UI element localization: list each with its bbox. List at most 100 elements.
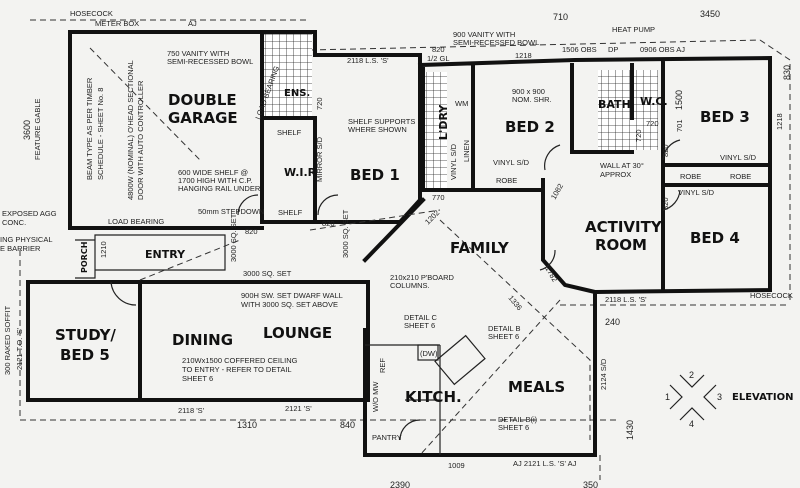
dimension: 720: [634, 129, 643, 142]
room-labels: DOUBLE GARAGE ENS. W.I.R BED 1 L'DRY BED…: [55, 88, 750, 406]
note: 600 WIDE SHELF @: [178, 168, 248, 177]
room-label-bath: BATH: [598, 98, 631, 111]
note: HANGING RAIL UNDER: [178, 184, 261, 193]
note: NOM. SHR.: [512, 95, 552, 104]
window-label: 0906 OBS AJ: [640, 45, 685, 54]
note: EXPOSED AGG: [2, 209, 57, 218]
note: DETAIL B: [488, 324, 521, 333]
room-label-laundry: L'DRY: [437, 104, 450, 140]
note: MIRROR S/D: [315, 136, 324, 182]
note: VINYL S/D: [678, 188, 715, 197]
dimension: 770: [432, 193, 445, 202]
note: HOSECOCK: [750, 291, 793, 300]
note: METER BOX: [95, 19, 139, 28]
dimension: 820: [661, 197, 670, 210]
room-label-ens: ENS.: [284, 88, 310, 99]
room-label-lounge: LOUNGE: [263, 324, 332, 342]
dimension: 1082: [549, 182, 565, 201]
dimension: 1218: [775, 113, 784, 130]
note: FEATURE GABLE: [33, 98, 42, 160]
note: BEAM TYPE AS PER TIMBER: [85, 77, 94, 180]
dimension: 701: [675, 119, 684, 132]
window-label: 2121 'S': [285, 404, 312, 413]
dimension: 1500: [674, 90, 684, 110]
door-swings: [110, 139, 681, 441]
note: 210x210 P'BOARD: [390, 273, 455, 282]
note: 900 VANITY WITH: [453, 30, 515, 39]
note: SHELF SUPPORTS: [348, 117, 415, 126]
elevation-number: 1: [665, 392, 670, 402]
note: REF: [378, 358, 387, 373]
dimension: 1782: [543, 265, 559, 284]
room-label-porch: PORCH: [80, 242, 89, 273]
dimension: 240: [605, 317, 620, 327]
note: VINYL S/D: [720, 153, 757, 162]
kitchen-sink: [417, 334, 486, 386]
elevation-number: 2: [689, 370, 694, 380]
note: TO ENTRY - REFER TO DETAIL: [182, 365, 292, 374]
note: 50mm STEPDOWN: [198, 207, 264, 216]
note: SEMI-RECESSED BOWL: [167, 57, 253, 66]
room-label-bed2: BED 2: [505, 118, 555, 136]
dimension: 840: [340, 420, 355, 430]
note: 3000 SQ. SET: [341, 209, 350, 258]
note: E BARRIER: [0, 244, 41, 253]
note: 300 RAKED SOFFIT: [3, 305, 12, 375]
note: 3000 SQ. SET: [243, 269, 292, 278]
room-label-family: FAMILY: [450, 239, 510, 257]
elevation-number: 3: [717, 392, 722, 402]
elevation-label: ELEVATION: [732, 392, 793, 403]
note: SHEET 6: [404, 321, 435, 330]
room-label-activity: ACTIVITY: [585, 218, 663, 236]
note: VINYL S/D: [493, 158, 530, 167]
window-label: 2118 L.S. 'S': [605, 295, 647, 304]
note: ROBE: [680, 172, 701, 181]
note: WITH 3000 SQ. SET ABOVE: [241, 300, 338, 309]
window-label: 1506 OBS: [562, 45, 597, 54]
note: DETAIL C: [404, 313, 438, 322]
note: 4800W (NOMINAL) O'HEAD SECTIONAL: [126, 60, 135, 200]
window-label: 1218: [515, 51, 532, 60]
note: WALL AT 30°: [600, 161, 644, 170]
note: SHELF: [277, 128, 302, 137]
dimension: 1009: [448, 461, 465, 470]
note: 1700 HIGH WITH C.P.: [178, 176, 252, 185]
note: ROBE: [730, 172, 751, 181]
dimension: 720: [315, 97, 324, 110]
room-label-study: BED 5: [60, 346, 110, 364]
window-label: 2118 L.S. 'S': [347, 56, 389, 65]
room-label-garage: DOUBLE: [168, 91, 237, 109]
note: LINEN: [462, 140, 471, 162]
room-label-activity: ROOM: [595, 236, 647, 254]
dimension: 720: [646, 119, 659, 128]
room-label-dining: DINING: [172, 331, 233, 349]
window-label: 2124 S/D: [599, 358, 608, 390]
section-lines: [89, 47, 591, 456]
note: SEMI-RECESSED BOWL: [453, 38, 539, 47]
dimension: 1310: [237, 420, 257, 430]
dimension: 1430: [625, 420, 635, 440]
dimension: 2390: [390, 480, 410, 488]
dimension: 710: [553, 12, 568, 22]
dimension: 820: [245, 227, 258, 236]
note: DETAIL B(i): [498, 415, 538, 424]
note: SHEET 6: [498, 423, 529, 432]
note: DP: [608, 45, 618, 54]
note: (DW): [420, 349, 438, 358]
note: ROBE: [496, 176, 517, 185]
dimension: 350: [583, 480, 598, 488]
dimension: 1202: [423, 208, 441, 226]
room-label-bed1: BED 1: [350, 166, 400, 184]
note: ING PHYSICAL: [0, 235, 53, 244]
room-label-garage: GARAGE: [168, 109, 238, 127]
note: VINYL S/D: [449, 143, 458, 180]
note: AJ: [188, 19, 197, 28]
dimension: 3450: [700, 9, 720, 19]
note: CONC.: [2, 218, 26, 227]
room-label-wc: W.C.: [640, 95, 668, 108]
note: DOOR WITH AUTO CONTROLLER: [136, 80, 145, 200]
room-label-meals: MEALS: [508, 378, 565, 396]
room-label-kitchen: KITCH.: [405, 388, 462, 406]
note: 900 x 900: [512, 87, 545, 96]
